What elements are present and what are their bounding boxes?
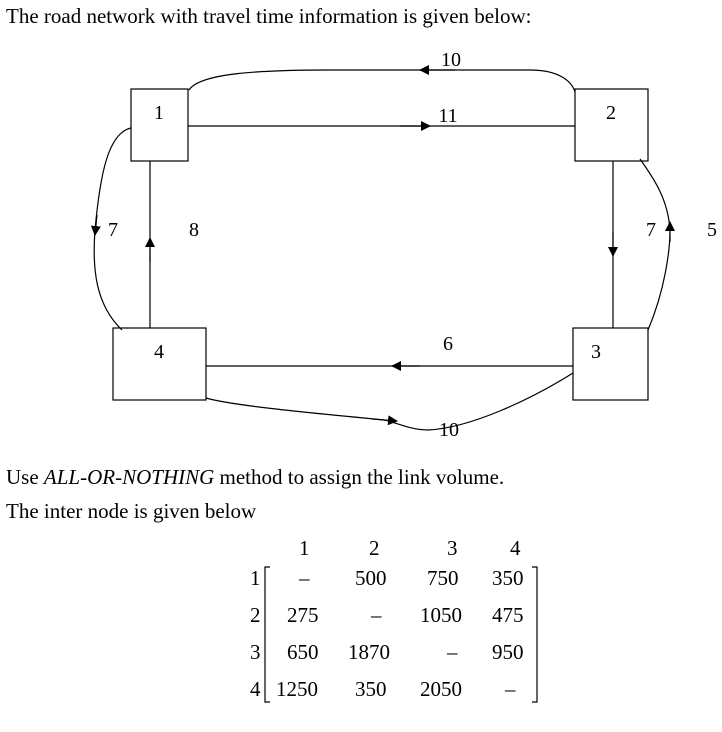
matrix-cell: – xyxy=(505,677,516,701)
matrix-column-label: 1 xyxy=(299,536,310,560)
link-3-to-4: 6 xyxy=(206,333,573,371)
link-time-label: 6 xyxy=(443,333,453,355)
node-1: 1 xyxy=(130,88,189,162)
link-time-label: 11 xyxy=(438,105,457,127)
link-time-label: 5 xyxy=(707,219,717,241)
node-label: 3 xyxy=(591,341,601,363)
matrix-row-label: 3 xyxy=(250,640,261,664)
matrix-caption: The inter node is given below xyxy=(6,499,257,523)
matrix-cell: 275 xyxy=(287,603,319,627)
matrix-row-label: 2 xyxy=(250,603,261,627)
matrix-column-label: 4 xyxy=(510,536,521,560)
matrix-cell: 1050 xyxy=(420,603,462,627)
instruction-text: Use ALL-OR-NOTHING method to assign the … xyxy=(6,467,504,488)
instruction-suffix: method to assign the link volume. xyxy=(214,465,505,489)
matrix-cell: 650 xyxy=(287,640,319,664)
link-2-to-3: 7 xyxy=(608,161,656,328)
link-4-to-1: 8 xyxy=(145,161,199,328)
link-time-label: 10 xyxy=(441,49,461,71)
node-2: 2 xyxy=(574,88,649,162)
matrix-cell: 500 xyxy=(355,566,387,590)
road-network-diagram: 1 2 3 4 10 11 7 8 7 xyxy=(90,49,717,441)
instruction-emphasis: ALL-OR-NOTHING xyxy=(43,465,215,489)
matrix-brackets xyxy=(264,566,538,703)
matrix-cell: – xyxy=(371,603,382,627)
node-4: 4 xyxy=(112,327,207,401)
matrix-cell: – xyxy=(299,566,310,590)
node-label: 4 xyxy=(154,341,164,363)
instruction-prefix: Use xyxy=(6,465,44,489)
matrix-cell: 1250 xyxy=(276,677,318,701)
matrix-cell: 350 xyxy=(492,566,524,590)
node-3: 3 xyxy=(572,327,649,401)
link-time-label: 8 xyxy=(189,219,199,241)
link-time-label: 7 xyxy=(108,219,118,241)
link-4-to-3: 10 xyxy=(205,372,574,441)
matrix-cell: 2050 xyxy=(420,677,462,701)
matrix-cell: 350 xyxy=(355,677,387,701)
intro-text: The road network with travel time inform… xyxy=(6,4,532,28)
matrix-column-label: 2 xyxy=(369,536,380,560)
link-2-to-1: 10 xyxy=(188,49,576,93)
link-3-to-2: 5 xyxy=(639,158,717,331)
matrix-cell: 750 xyxy=(427,566,459,590)
matrix-cell: 475 xyxy=(492,603,524,627)
matrix-row-label: 1 xyxy=(250,566,261,590)
matrix-cell: – xyxy=(447,640,458,664)
od-matrix: 1 2 3 4 1 2 3 4 – 500 750 350 275 – 1050… xyxy=(240,535,550,715)
node-label: 1 xyxy=(154,102,164,124)
node-label: 2 xyxy=(606,102,616,124)
link-1-to-2: 11 xyxy=(188,105,575,131)
matrix-column-label: 3 xyxy=(447,536,458,560)
matrix-row-label: 4 xyxy=(250,677,261,701)
link-time-label: 10 xyxy=(439,419,459,441)
link-time-label: 7 xyxy=(646,219,656,241)
matrix-cell: 1870 xyxy=(348,640,390,664)
link-1-to-4: 7 xyxy=(90,127,132,331)
matrix-cell: 950 xyxy=(492,640,524,664)
